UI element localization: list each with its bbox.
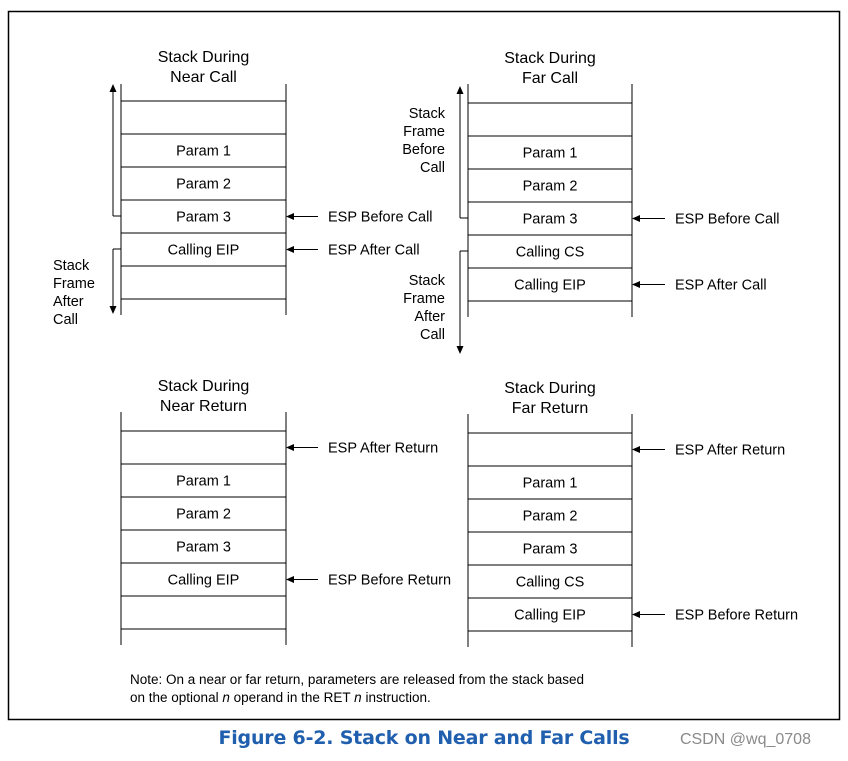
stack-cell-label: Param 1: [176, 474, 231, 490]
frame-after-label: After: [414, 309, 445, 325]
pointer-arrowhead: [286, 246, 294, 253]
figure-caption-text: Figure 6-2. Stack on Near and Far Calls: [218, 727, 630, 749]
panel-title: Far Call: [522, 70, 578, 87]
frame-after-label: Stack: [53, 258, 90, 274]
frame-after-label: Call: [53, 312, 78, 328]
pointer-arrowhead: [632, 446, 640, 453]
stack-cell-label: Param 2: [523, 179, 578, 195]
esp-pointer-label: ESP Before Return: [328, 573, 451, 589]
pointer-arrowhead: [286, 444, 294, 451]
pointer-arrowhead: [286, 213, 294, 220]
stack-cell-label: Calling EIP: [514, 608, 586, 624]
frame-before-label: Before: [402, 142, 445, 158]
figure-caption: Figure 6-2. Stack on Near and Far Calls: [0, 727, 848, 749]
frame-arrowhead: [456, 346, 464, 354]
stack-cell-label: Param 3: [176, 540, 231, 556]
stack-cell-label: Calling EIP: [514, 278, 586, 294]
stack-cell-label: Param 3: [523, 212, 578, 228]
note-operand: n: [354, 690, 362, 705]
stack-cell-label: Param 3: [176, 210, 231, 226]
frame-after-label: Frame: [403, 291, 445, 307]
panel-title: Near Return: [160, 398, 247, 415]
stack-cell-label: Param 3: [523, 542, 578, 558]
note-text: instruction.: [361, 690, 431, 705]
frame-arrowhead: [456, 86, 464, 94]
figure-border: [7, 10, 841, 721]
note-line-2: on the optional n operand in the RET n i…: [130, 689, 650, 707]
stack-cell-label: Calling CS: [516, 245, 585, 261]
frame-after-label: Frame: [53, 276, 95, 292]
panel-title: Stack During: [504, 50, 596, 67]
stack-cell-label: Param 1: [176, 144, 231, 160]
panel-title: Stack During: [158, 378, 250, 395]
frame-before-label: Stack: [409, 106, 446, 122]
stack-cell-label: Param 2: [176, 507, 231, 523]
frame-after-label: After: [53, 294, 84, 310]
note: Note: On a near or far return, parameter…: [130, 671, 650, 707]
pointer-arrowhead: [632, 611, 640, 618]
panel-title: Near Call: [170, 69, 237, 86]
note-text: on the optional: [130, 690, 223, 705]
panel-title: Stack During: [158, 49, 250, 66]
esp-pointer-label: ESP After Return: [328, 441, 438, 457]
panel-title: Stack During: [504, 380, 596, 397]
stack-cell-label: Calling EIP: [168, 243, 240, 259]
watermark: CSDN @wq_0708: [680, 731, 811, 748]
pointer-arrowhead: [632, 215, 640, 222]
frame-before-label: Call: [420, 160, 445, 176]
pointer-arrowhead: [286, 576, 294, 583]
frame-before-label: Frame: [403, 124, 445, 140]
note-line-1: Note: On a near or far return, parameter…: [130, 672, 584, 687]
frame-after-label: Call: [420, 327, 445, 343]
esp-pointer-label: ESP After Call: [328, 243, 420, 259]
esp-pointer-label: ESP After Call: [675, 278, 767, 294]
stack-cell-label: Param 1: [523, 146, 578, 162]
frame-arrowhead: [109, 306, 117, 314]
pointer-arrowhead: [632, 281, 640, 288]
panel-title: Far Return: [512, 400, 588, 417]
esp-pointer-label: ESP Before Call: [328, 210, 433, 226]
stack-cell-label: Calling EIP: [168, 573, 240, 589]
stack-cell-label: Param 1: [523, 476, 578, 492]
note-operand: n: [222, 690, 230, 705]
frame-after-label: Stack: [409, 273, 446, 289]
stack-cell-label: Calling CS: [516, 575, 585, 591]
esp-pointer-label: ESP Before Return: [675, 608, 798, 624]
stack-cell-label: Param 2: [176, 177, 231, 193]
esp-pointer-label: ESP Before Call: [675, 212, 780, 228]
frame-arrowhead: [109, 84, 117, 92]
stack-cell-label: Param 2: [523, 509, 578, 525]
note-text: operand in the RET: [229, 690, 355, 705]
esp-pointer-label: ESP After Return: [675, 443, 785, 459]
